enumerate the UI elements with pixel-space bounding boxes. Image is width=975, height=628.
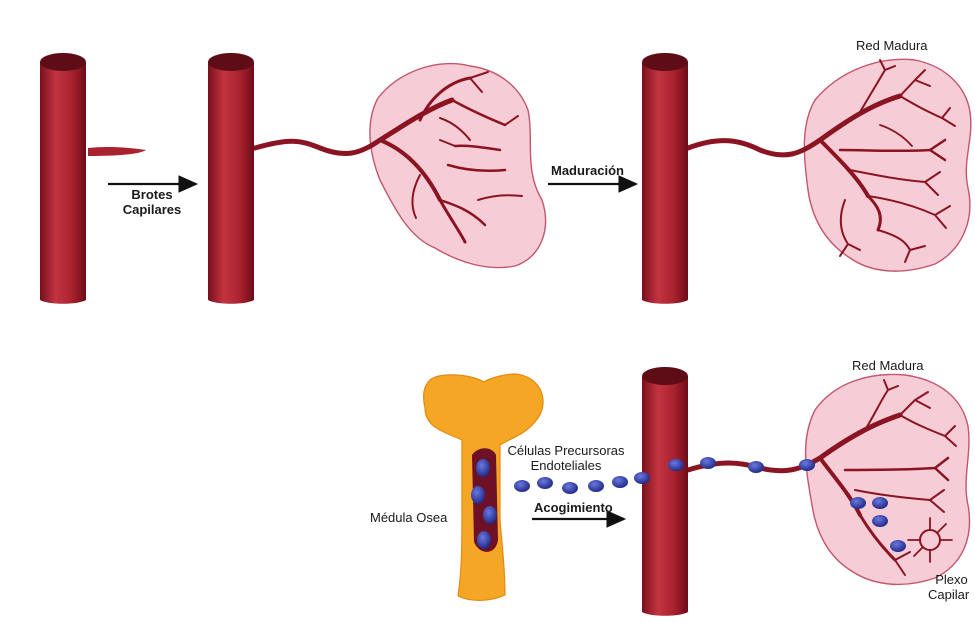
acogimiento-label: Acogimiento xyxy=(534,500,613,515)
plexo-label-line1: Plexo xyxy=(928,572,975,587)
celulas-label-line1: Células Precursoras xyxy=(496,443,636,458)
brotes-label-line2: Capilares xyxy=(112,202,192,217)
plexo-label-line2: Capilar xyxy=(928,587,975,602)
medula-label: Médula Osea xyxy=(370,510,447,525)
marrow-cell xyxy=(483,506,497,524)
marrow-cell xyxy=(476,459,490,477)
maduracion-label: Maduración xyxy=(551,163,624,178)
celulas-label-line2: Endoteliales xyxy=(496,458,636,473)
brotes-label-line1: Brotes xyxy=(112,187,192,202)
red-madura-bottom-label: Red Madura xyxy=(852,358,924,373)
vessel-sprouting xyxy=(208,53,546,304)
brotes-label: Brotes Capilares xyxy=(112,187,192,217)
marrow-cell xyxy=(477,531,491,549)
vessel-mature-bottom xyxy=(642,367,970,616)
mature-tissue-top xyxy=(804,59,971,271)
sprouting-tissue xyxy=(370,64,546,268)
vessel-mature-top xyxy=(642,53,971,304)
vessel-initial xyxy=(40,53,146,304)
celulas-label: Células Precursoras Endoteliales xyxy=(496,443,636,473)
red-madura-top-label: Red Madura xyxy=(856,38,928,53)
plexo-label: Plexo Capilar xyxy=(928,572,975,602)
marrow-cell xyxy=(471,486,485,504)
